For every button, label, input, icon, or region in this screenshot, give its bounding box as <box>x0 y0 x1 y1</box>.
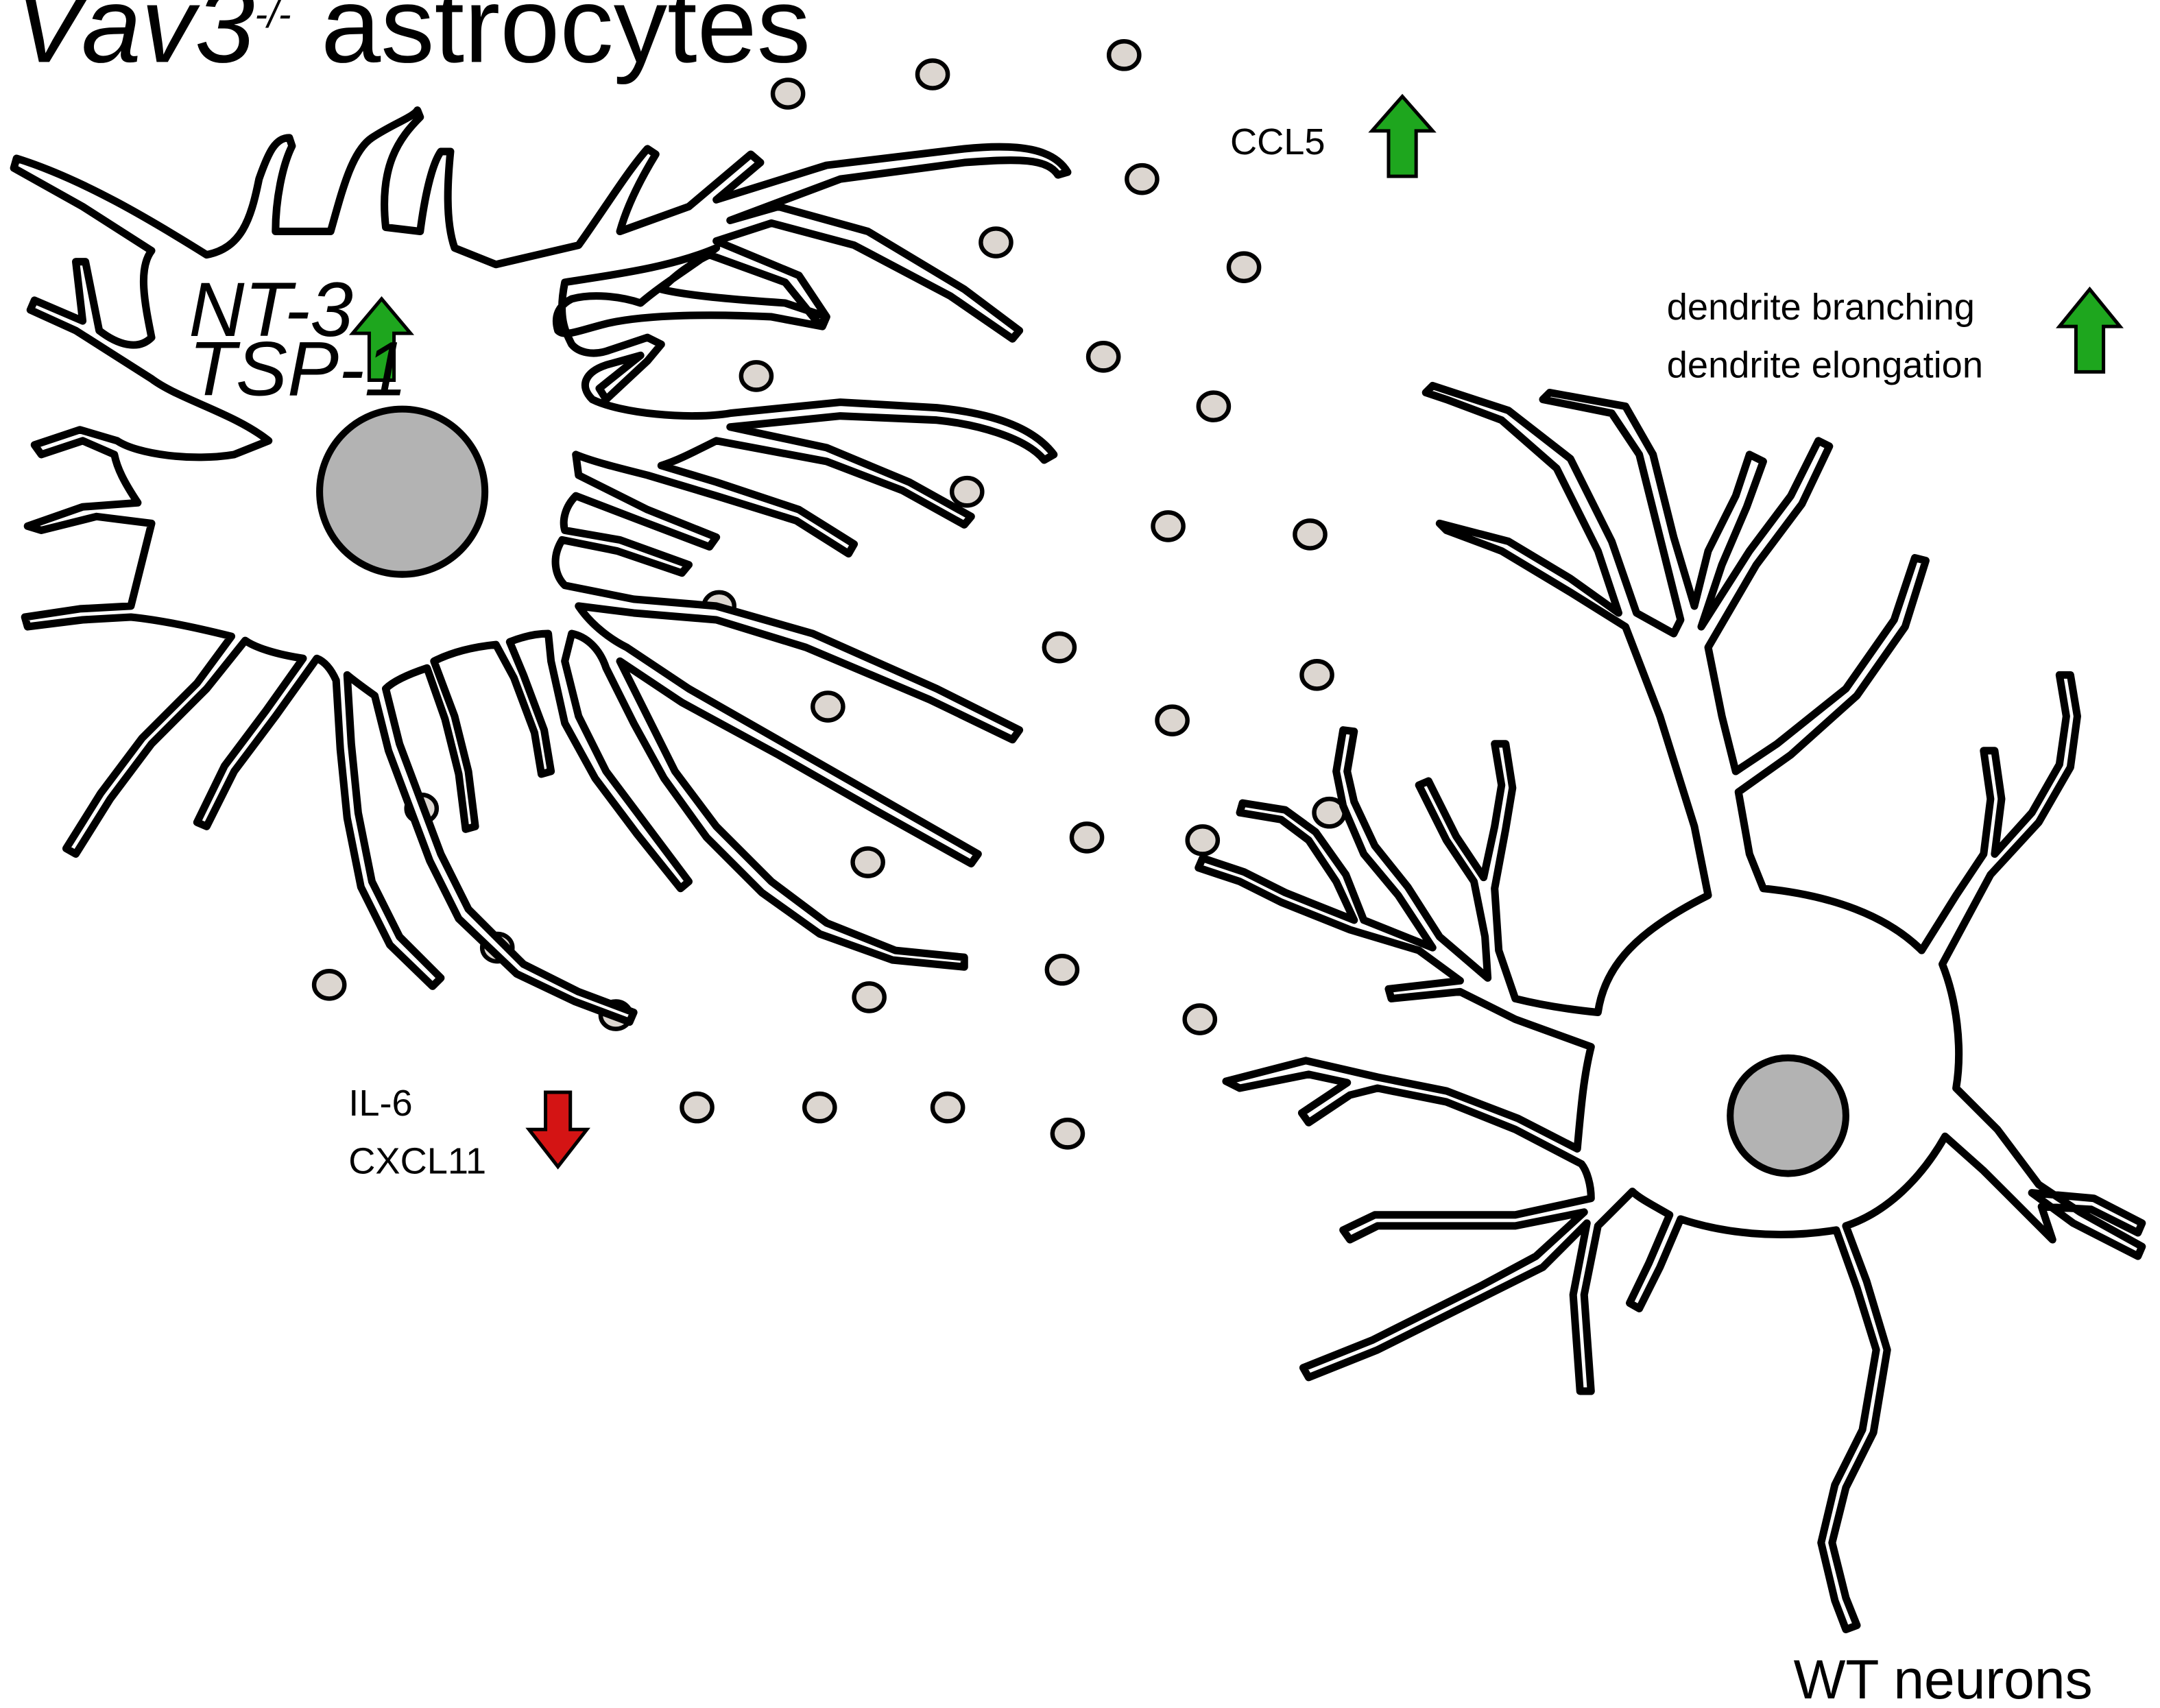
up-arrow-icon <box>1368 93 1437 178</box>
down-arrow-icon <box>525 1090 590 1170</box>
secreted-factor-dot <box>1196 390 1232 422</box>
astrocyte-nucleus <box>316 405 489 578</box>
neuron-cell <box>1195 381 2146 1634</box>
neurons-title: WT neurons <box>1794 1649 2093 1708</box>
secreted-factor-dot <box>852 981 887 1013</box>
secreted-factor-dot <box>1085 340 1121 373</box>
up-arrow-icon <box>348 296 415 382</box>
astrocyte-cell <box>10 106 1072 1026</box>
astrocyte-title-superscript: -/- <box>254 0 291 36</box>
astrocyte-outline <box>10 106 1072 1026</box>
down-arrow-icon <box>525 1090 590 1170</box>
up-arrow-icon <box>2056 286 2124 374</box>
secreted-factor-dot <box>850 846 885 878</box>
secreted-factor-dot <box>680 1091 715 1124</box>
secreted-factor-dot <box>949 475 985 508</box>
secreted-factor-dot <box>739 360 774 392</box>
astro-factor-tsp1: TSP-1 <box>189 326 407 412</box>
neuron-nucleus <box>1727 1054 1849 1177</box>
effect-label-elongation: dendrite elongation <box>1667 344 1983 385</box>
secreted-factor-dot <box>770 77 806 110</box>
astrocyte-title-gene: Vav3 <box>14 0 254 85</box>
secreted-factor-dot <box>1151 510 1186 542</box>
secreted-factor-dot <box>1293 518 1328 551</box>
astrocyte-title: Vav3-/- astrocytes <box>14 0 811 85</box>
secreted-factor-dot <box>802 1091 837 1124</box>
secreted-factor-dot <box>1185 824 1221 856</box>
secreted-factor-dot <box>1069 821 1105 854</box>
secreted-factor-dot <box>1106 39 1142 71</box>
secreted-factor-dot <box>1125 163 1160 195</box>
secreted-factor-dot <box>930 1091 965 1124</box>
secreted-factor-dot <box>1050 1117 1085 1150</box>
secreted-factor-dot <box>1182 1003 1218 1035</box>
secreted-factor-dot <box>1044 953 1080 986</box>
secreted-factor-dot <box>311 969 347 1001</box>
secreted-up-label: CCL5 <box>1230 121 1325 163</box>
secreted-factor-dot <box>1299 659 1334 691</box>
up-arrow-icon <box>348 296 415 382</box>
neuron-outline <box>1195 381 2146 1634</box>
effect-label-branching: dendrite branching <box>1667 287 1975 328</box>
up-arrow-icon <box>1368 93 1437 178</box>
astrocyte-title-rest: astrocytes <box>291 0 811 85</box>
secreted-down-label-cxcl11: CXCL11 <box>348 1141 486 1182</box>
secreted-factor-dot <box>979 226 1013 258</box>
secreted-factor-dot <box>915 58 950 91</box>
secreted-factor-dot <box>1226 251 1262 284</box>
secreted-factor-dot <box>811 690 845 723</box>
astro-factor-nt3: NT-3 <box>189 266 353 352</box>
secreted-factor-dot <box>1042 631 1077 664</box>
secreted-factor-dot <box>1155 704 1190 736</box>
secreted-down-label-il6: IL-6 <box>348 1083 412 1124</box>
up-arrow-icon <box>2056 286 2124 374</box>
